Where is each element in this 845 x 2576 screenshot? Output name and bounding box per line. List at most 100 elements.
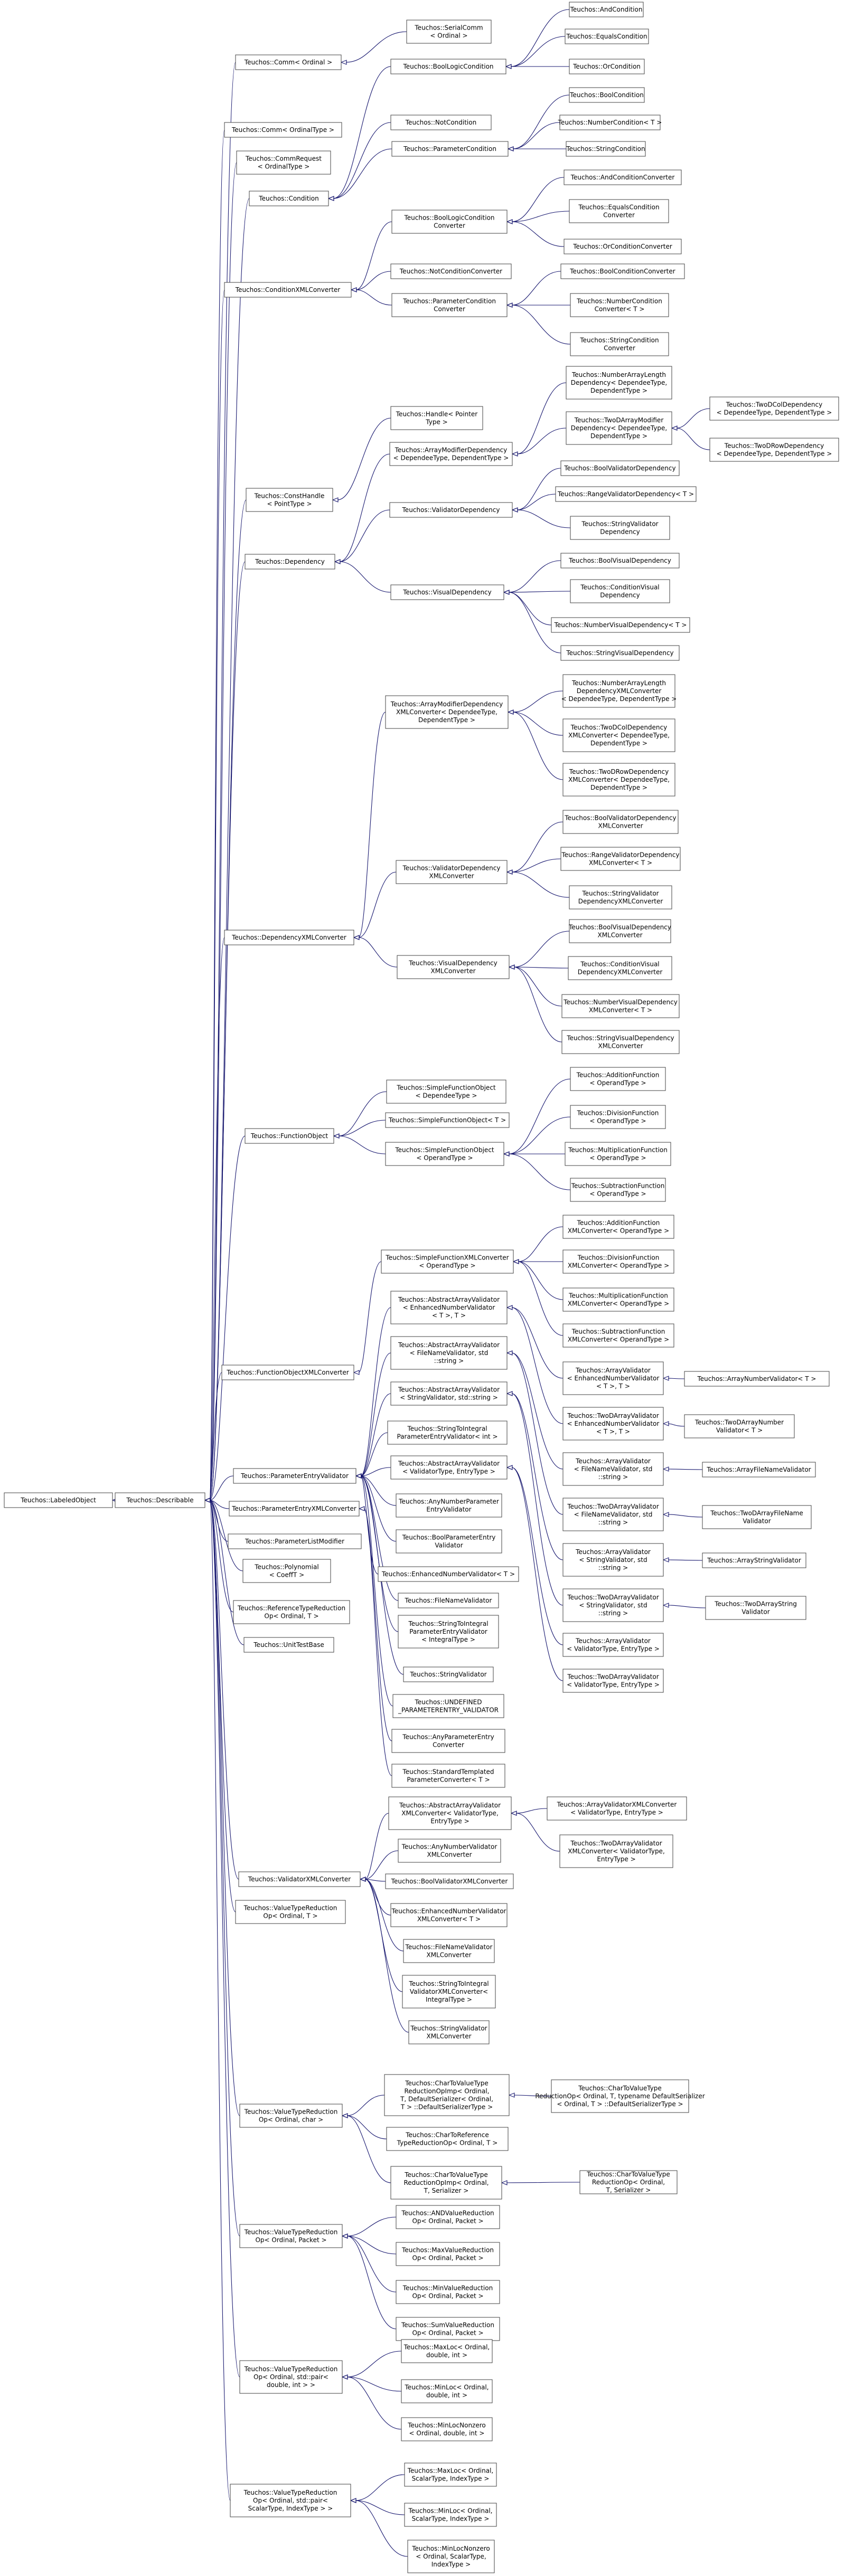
class-node-polynomial[interactable]: Teuchos::Polynomial< CoeffT > bbox=[242, 1559, 331, 1583]
class-node-minlocnz-s[interactable]: Teuchos::MinLocNonzero< Ordinal, ScalarT… bbox=[407, 2540, 495, 2573]
class-node-describable[interactable]: Teuchos::Describable bbox=[115, 1492, 205, 1508]
class-node-numbercond[interactable]: Teuchos::NumberCondition< T > bbox=[558, 115, 662, 130]
class-node-arrmoddepxml[interactable]: Teuchos::ArrayModifierDependencyXMLConve… bbox=[385, 695, 509, 729]
class-node-commrequest[interactable]: Teuchos::CommRequest< OrdinalType > bbox=[236, 150, 331, 175]
class-node-validatordep[interactable]: Teuchos::ValidatorDependency bbox=[389, 502, 513, 518]
class-node-anynum-pev[interactable]: Teuchos::AnyNumberParameterEntryValidato… bbox=[396, 1493, 502, 1518]
class-node-boollogic[interactable]: Teuchos::BoolLogicCondition bbox=[390, 59, 506, 74]
class-node-orcond[interactable]: Teuchos::OrCondition bbox=[569, 59, 645, 74]
class-node-stointvalxml[interactable]: Teuchos::StringToIntegralValidatorXMLCon… bbox=[402, 1975, 496, 2009]
class-node-dependency[interactable]: Teuchos::Dependency bbox=[245, 554, 335, 570]
class-node-depxml[interactable]: Teuchos::DependencyXMLConverter bbox=[224, 930, 354, 945]
class-node-subfunc[interactable]: Teuchos::SubtractionFunction< OperandTyp… bbox=[570, 1178, 666, 1202]
class-node-simplefo-t[interactable]: Teuchos::SimpleFunctionObject< T > bbox=[385, 1112, 510, 1128]
class-node-funcobjxml[interactable]: Teuchos::FunctionObjectXMLConverter bbox=[221, 1365, 354, 1380]
class-node-arr-str[interactable]: Teuchos::ArrayValidator< StringValidator… bbox=[562, 1543, 664, 1577]
class-node-funcobj[interactable]: Teuchos::FunctionObject bbox=[245, 1128, 334, 1144]
class-node-twodcoldepxml[interactable]: Teuchos::TwoDColDependencyXMLConverter< … bbox=[562, 718, 675, 752]
class-node-addfunc[interactable]: Teuchos::AdditionFunction< OperandType > bbox=[570, 1067, 666, 1091]
class-node-unittestbase[interactable]: Teuchos::UnitTestBase bbox=[243, 1637, 334, 1653]
class-node-strvisdepxml[interactable]: Teuchos::StringVisualDependencyXMLConver… bbox=[561, 1030, 680, 1054]
class-node-twodarrvalxml[interactable]: Teuchos::TwoDArrayValidatorXMLConverter<… bbox=[559, 1834, 673, 1868]
class-node-twodrowdep[interactable]: Teuchos::TwoDRowDependency< DependeeType… bbox=[709, 438, 839, 462]
class-node-labeled-object[interactable]: Teuchos::LabeledObject bbox=[4, 1492, 113, 1508]
class-node-absarr-enum[interactable]: Teuchos::AbstractArrayValidator< Enhance… bbox=[390, 1291, 508, 1324]
class-node-chartovt-ser[interactable]: Teuchos::CharToValueTypeReductionOpImp< … bbox=[390, 2166, 502, 2200]
class-node-commrequest-ot[interactable]: Teuchos::Comm< OrdinalType > bbox=[224, 122, 342, 138]
class-node-arrvalxml[interactable]: Teuchos::ArrayValidatorXMLConverter< Val… bbox=[547, 1796, 687, 1821]
class-node-simplefo-dep[interactable]: Teuchos::SimpleFunctionObject< DependeeT… bbox=[386, 1079, 506, 1104]
class-node-boolvalxml[interactable]: Teuchos::BoolValidatorXMLConverter bbox=[385, 1873, 514, 1889]
class-node-visualdep[interactable]: Teuchos::VisualDependency bbox=[390, 584, 504, 600]
class-node-minlocnz-d[interactable]: Teuchos::MinLocNonzero< Ordinal, double,… bbox=[401, 2417, 493, 2441]
class-node-maxloc-s[interactable]: Teuchos::MaxLoc< Ordinal,ScalarType, Ind… bbox=[404, 2463, 497, 2487]
class-node-condvisdepxml[interactable]: Teuchos::ConditionVisualDependencyXMLCon… bbox=[568, 956, 672, 980]
class-node-numarrlendepxml[interactable]: Teuchos::NumberArrayLengthDependencyXMLC… bbox=[561, 674, 677, 708]
class-node-strvisdep[interactable]: Teuchos::StringVisualDependency bbox=[560, 645, 680, 661]
class-node-stringcond[interactable]: Teuchos::StringCondition bbox=[566, 141, 646, 157]
class-node-filename-val[interactable]: Teuchos::FileNameValidator bbox=[398, 1593, 499, 1608]
class-node-orcondconv[interactable]: Teuchos::OrConditionConverter bbox=[564, 239, 682, 254]
class-node-andcondconv[interactable]: Teuchos::AndConditionConverter bbox=[564, 169, 682, 185]
class-node-absarr-str[interactable]: Teuchos::AbstractArrayValidator< StringV… bbox=[390, 1381, 508, 1406]
class-node-andcond[interactable]: Teuchos::AndCondition bbox=[569, 2, 644, 17]
class-node-arrstr-val[interactable]: Teuchos::ArrayStringValidator bbox=[702, 1552, 806, 1568]
class-node-twodrowdepxml[interactable]: Teuchos::TwoDRowDependencyXMLConverter< … bbox=[562, 763, 675, 797]
class-node-valxml[interactable]: Teuchos::ValidatorXMLConverter bbox=[238, 1871, 361, 1887]
class-node-boolvaldepxml[interactable]: Teuchos::BoolValidatorDependencyXMLConve… bbox=[562, 810, 679, 834]
class-node-serialcomm[interactable]: Teuchos::SerialComm< Ordinal > bbox=[406, 20, 492, 44]
class-node-simplefoxml[interactable]: Teuchos::SimpleFunctionXMLConverter< Ope… bbox=[381, 1249, 514, 1274]
class-node-enhnumvalxml[interactable]: Teuchos::EnhancedNumberValidatorXMLConve… bbox=[390, 1903, 508, 1927]
class-node-arr-file[interactable]: Teuchos::ArrayValidator< FileNameValidat… bbox=[562, 1452, 664, 1486]
class-node-chartoref[interactable]: Teuchos::CharToReferenceTypeReductionOp<… bbox=[386, 2127, 509, 2151]
class-node-enhnum-val[interactable]: Teuchos::EnhancedNumberValidator< T > bbox=[378, 1566, 519, 1582]
class-node-arrfile-val[interactable]: Teuchos::ArrayFileNameValidator bbox=[702, 1462, 816, 1478]
class-node-twod-file[interactable]: Teuchos::TwoDArrayValidator< FileNameVal… bbox=[562, 1498, 664, 1531]
class-node-absarr-valent[interactable]: Teuchos::AbstractArrayValidator< Validat… bbox=[390, 1455, 508, 1480]
class-node-plmod[interactable]: Teuchos::ParameterListModifier bbox=[228, 1533, 362, 1549]
class-node-undef-pev[interactable]: Teuchos::UNDEFINED_PARAMETERENTRY_VALIDA… bbox=[392, 1694, 504, 1718]
class-node-absarr-file[interactable]: Teuchos::AbstractArrayValidator< FileNam… bbox=[390, 1336, 508, 1370]
class-node-paramcond[interactable]: Teuchos::ParameterCondition bbox=[391, 141, 509, 157]
class-node-arr-valent[interactable]: Teuchos::ArrayValidator< ValidatorType, … bbox=[562, 1633, 664, 1657]
class-node-string-val[interactable]: Teuchos::StringValidator bbox=[403, 1666, 494, 1682]
class-node-consthandle[interactable]: Teuchos::ConstHandle< PointType > bbox=[246, 488, 333, 512]
class-node-comm[interactable]: Teuchos::Comm< Ordinal > bbox=[235, 54, 342, 70]
class-node-rangevaldep[interactable]: Teuchos::RangeValidatorDependency< T > bbox=[555, 486, 697, 502]
class-node-numvisdep[interactable]: Teuchos::NumberVisualDependency< T > bbox=[551, 617, 690, 633]
class-node-stdtemplpexml[interactable]: Teuchos::StandardTemplatedParameterConve… bbox=[391, 1764, 505, 1788]
class-node-boolcond[interactable]: Teuchos::BoolCondition bbox=[569, 87, 645, 103]
class-node-equalscond[interactable]: Teuchos::EqualsCondition bbox=[565, 29, 649, 44]
class-node-pexml[interactable]: Teuchos::ParameterEntryXMLConverter bbox=[229, 1501, 360, 1517]
class-node-mulfuncxml[interactable]: Teuchos::MultiplicationFunctionXMLConver… bbox=[562, 1287, 674, 1312]
class-node-minloc-d[interactable]: Teuchos::MinLoc< Ordinal,double, int > bbox=[401, 2379, 493, 2403]
class-node-divfunc[interactable]: Teuchos::DivisionFunction< OperandType > bbox=[570, 1105, 666, 1129]
class-node-boolvisdepxml[interactable]: Teuchos::BoolVisualDependencyXMLConverte… bbox=[568, 919, 671, 943]
class-node-condxml[interactable]: Teuchos::ConditionXMLConverter bbox=[224, 282, 352, 298]
